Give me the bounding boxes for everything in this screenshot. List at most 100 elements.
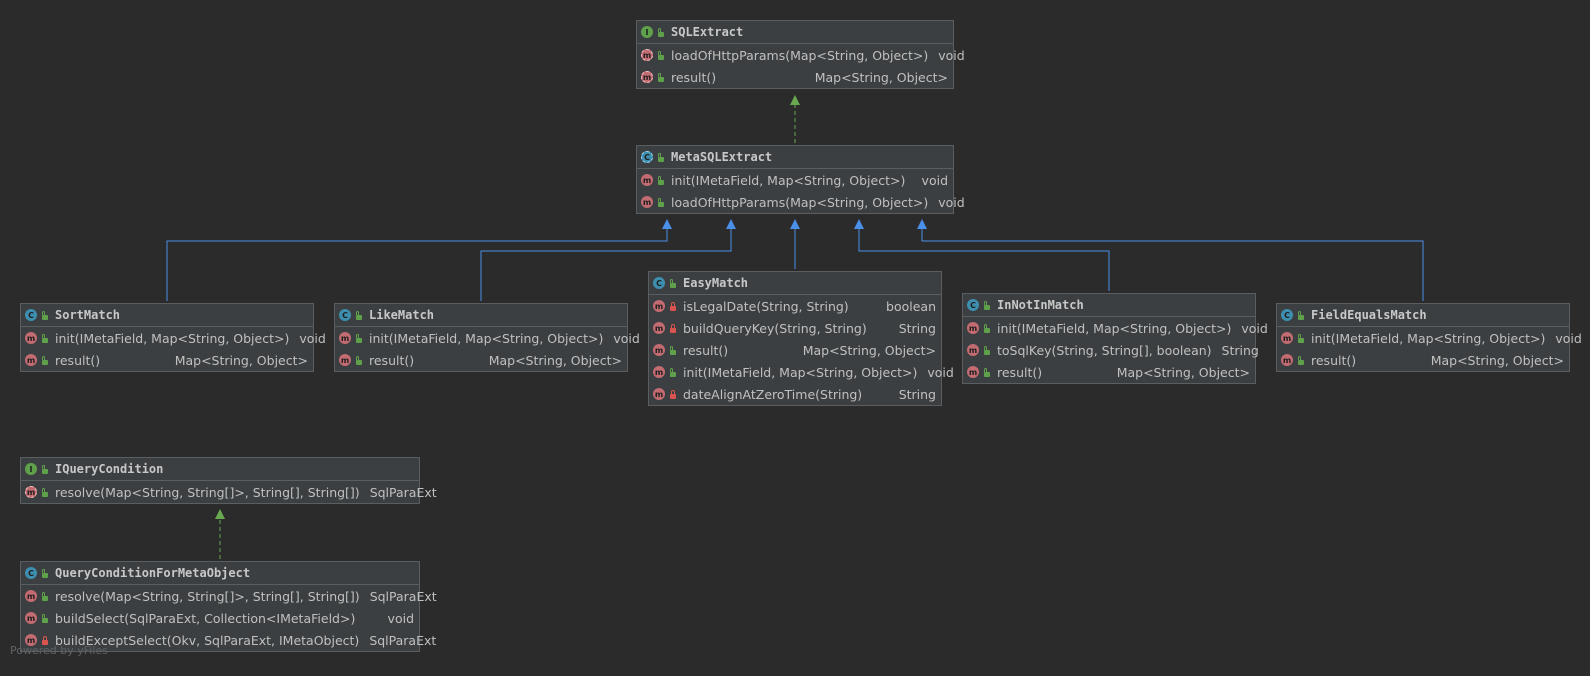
method-icon: m [653, 300, 665, 312]
member-return-type: boolean [886, 298, 936, 314]
member-signature: result() [683, 342, 729, 358]
member-row[interactable]: m dateAlignAtZeroTime(String) String [649, 383, 941, 405]
method-icon: m [1281, 332, 1293, 344]
method-icon: m [641, 71, 653, 83]
method-icon: m [339, 354, 351, 366]
public-visibility-icon [41, 568, 49, 578]
public-visibility-icon [657, 152, 665, 162]
member-return-type: void [299, 330, 326, 346]
member-return-type: SqlParaExt [369, 484, 437, 500]
method-icon: m [641, 196, 653, 208]
class-icon: C [967, 299, 979, 311]
member-row[interactable]: m resolve(Map<String, String[]>, String[]… [21, 481, 437, 503]
method-icon: m [653, 388, 665, 400]
member-return-type: Map<String, Object> [174, 352, 308, 368]
member-row[interactable]: m isLegalDate(String, String) boolean [649, 295, 941, 317]
member-signature: resolve(Map<String, String[]>, String[],… [55, 588, 360, 604]
public-visibility-icon [669, 278, 677, 288]
member-list: m resolve(Map<String, String[]>, String[]… [21, 481, 437, 503]
public-visibility-icon [657, 197, 665, 207]
member-signature: result() [997, 364, 1043, 380]
member-signature: init(IMetaField, Map<String, Object>) [1311, 330, 1546, 346]
member-signature: dateAlignAtZeroTime(String) [683, 386, 863, 402]
member-return-type: Map<String, Object> [1430, 352, 1564, 368]
edge-fieldequalsmatch-extends-metasqlextract [917, 219, 1424, 301]
method-icon: m [653, 322, 665, 334]
method-icon: m [25, 486, 37, 498]
member-return-type: void [613, 330, 640, 346]
node-header: C SortMatch [21, 304, 313, 327]
class-icon: C [25, 567, 37, 579]
private-visibility-icon [669, 389, 677, 399]
method-icon: m [967, 366, 979, 378]
watermark: Powered by yFiles [10, 644, 108, 657]
interface-icon: I [641, 26, 653, 38]
node-header: C QueryConditionForMetaObject [21, 562, 419, 585]
member-signature: result() [671, 69, 717, 85]
member-row[interactable]: m init(IMetaField, Map<String, Object>) vo… [1277, 327, 1582, 349]
member-return-type: String [1221, 342, 1259, 358]
member-signature: result() [55, 352, 101, 368]
member-row[interactable]: m result() Map<String, Object> [21, 349, 313, 371]
member-return-type: String [898, 386, 936, 402]
member-row[interactable]: m init(IMetaField, Map<String, Object>) vo… [21, 327, 326, 349]
node-header: C InNotInMatch [963, 294, 1255, 317]
node-header: C LikeMatch [335, 304, 627, 327]
member-return-type: SqlParaExt [369, 632, 437, 648]
public-visibility-icon [669, 345, 677, 355]
edge-sortmatch-extends-metasqlextract [166, 219, 672, 301]
class-icon: C [339, 309, 351, 321]
public-visibility-icon [657, 27, 665, 37]
member-return-type: void [387, 610, 414, 626]
node-title: LikeMatch [369, 308, 435, 322]
member-row[interactable]: m result() Map<String, Object> [637, 66, 953, 88]
method-icon: m [25, 332, 37, 344]
member-signature: isLegalDate(String, String) [683, 298, 849, 314]
method-icon: m [653, 344, 665, 356]
public-visibility-icon [1297, 333, 1305, 343]
member-return-type: Map<String, Object> [814, 69, 948, 85]
public-visibility-icon [355, 355, 363, 365]
member-signature: resolve(Map<String, String[]>, String[],… [55, 484, 360, 500]
node-sortmatch[interactable]: C SortMatch m init(IMetaField, Map<String… [20, 303, 326, 372]
abstract-class-icon: C [641, 151, 653, 163]
member-return-type: void [1555, 330, 1582, 346]
member-signature: buildSelect(SqlParaExt, Collection<IMeta… [55, 610, 356, 626]
method-icon: m [25, 634, 37, 646]
public-visibility-icon [1297, 310, 1305, 320]
member-list: m init(IMetaField, Map<String, Object>) vo… [21, 327, 326, 371]
member-signature: init(IMetaField, Map<String, Object>) [55, 330, 290, 346]
method-icon: m [641, 49, 653, 61]
member-signature: loadOfHttpParams(Map<String, Object>) [671, 47, 929, 63]
member-signature: init(IMetaField, Map<String, Object>) [671, 172, 906, 188]
method-icon: m [25, 354, 37, 366]
method-icon: m [1281, 354, 1293, 366]
